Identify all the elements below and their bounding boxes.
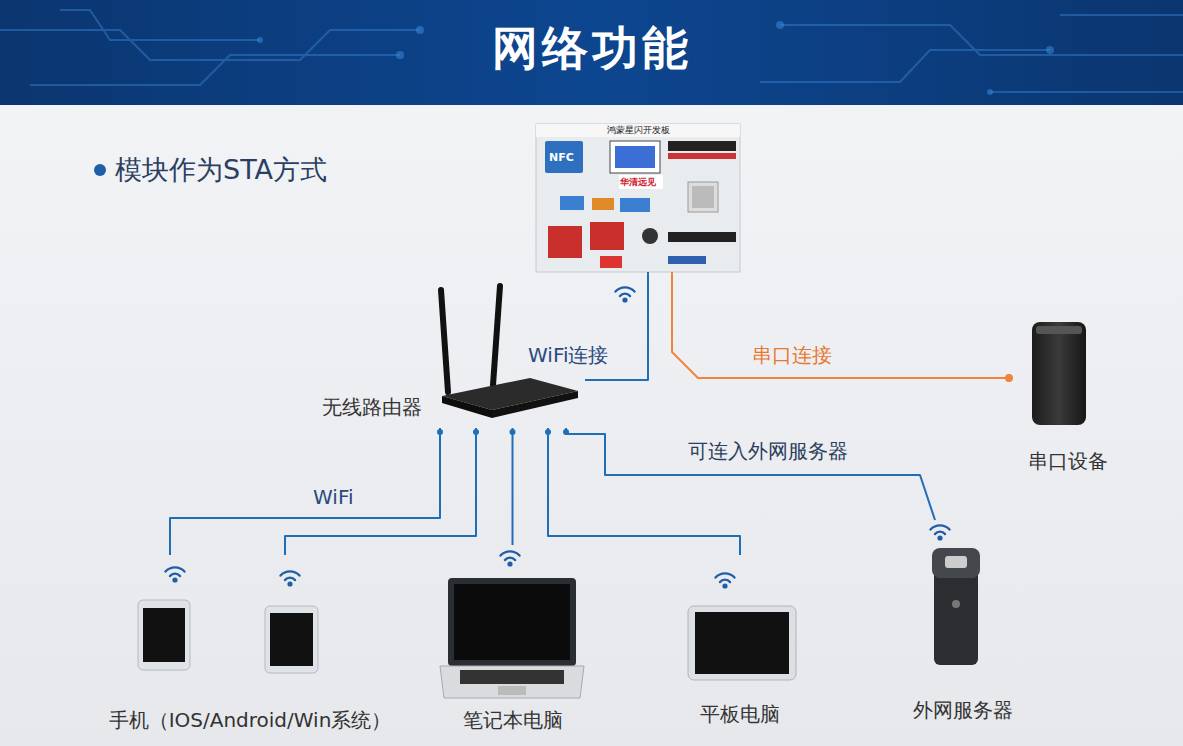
bullet-text: 模块作为STA方式 (115, 152, 327, 188)
connector (672, 272, 1009, 378)
title: 网络功能 (0, 18, 1183, 78)
connector-dot (545, 429, 551, 435)
connector-dot (473, 429, 479, 435)
tablet: 平板电脑 (675, 555, 805, 727)
edge-label: WiFi连接 (528, 342, 609, 368)
dev-board: 鸿蒙星闪开发板 (536, 124, 740, 272)
connector (285, 428, 476, 555)
server: 外网服务器 (890, 520, 1035, 723)
connector-dot (563, 429, 569, 435)
edge-label: WiFi (313, 484, 354, 510)
laptop: 笔记本电脑 (435, 545, 590, 733)
node-label: 串口设备 (1013, 448, 1123, 474)
node-label: 外网服务器 (890, 697, 1035, 723)
node-label: 鸿蒙星闪开发板 (536, 125, 740, 136)
board-print: NFC (549, 151, 574, 164)
node-label: 平板电脑 (675, 701, 805, 727)
connector (512, 428, 514, 545)
connector-dot (1005, 374, 1013, 382)
serial-device: 串口设备 (1013, 318, 1123, 474)
board-print: 华清远见 (620, 176, 656, 188)
phone-group: 手机（IOS/Android/Win系统） (80, 555, 420, 733)
edge-label: 串口连接 (752, 342, 832, 368)
node-label: 手机（IOS/Android/Win系统） (80, 707, 420, 733)
edge-label: 可连入外网服务器 (688, 438, 848, 464)
connector (566, 428, 935, 520)
connector-dot (437, 429, 443, 435)
connector-dot (510, 429, 516, 435)
node-label: 笔记本电脑 (435, 707, 590, 733)
node-label: 无线路由器 (296, 394, 422, 420)
